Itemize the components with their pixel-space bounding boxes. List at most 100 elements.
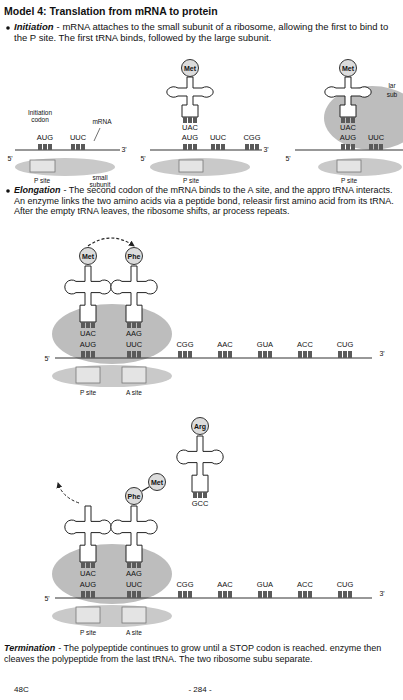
nucleotide-bar	[343, 351, 347, 358]
nucleotide-bar	[351, 117, 355, 123]
diagram-label: 5'	[140, 155, 145, 163]
amino-acid-name: Phe	[128, 253, 141, 260]
diagram-label: UUC	[70, 134, 86, 142]
nucleotide-bar	[303, 591, 307, 598]
nucleotide-bar	[71, 144, 75, 150]
large-subunit	[52, 544, 172, 604]
nucleotide-bar	[351, 144, 355, 150]
ribosome-site	[179, 160, 203, 172]
diagram-label: 5'	[7, 155, 12, 163]
nucleotide-bar	[308, 351, 312, 358]
nucleotide-bar	[263, 591, 267, 598]
nucleotide-bar	[91, 591, 95, 598]
nucleotide-bar	[341, 144, 345, 150]
bullet	[6, 26, 10, 30]
text-paragraph: Termination- The polypeptide continues t…	[4, 643, 398, 664]
amino-acid-circle: Phe	[125, 247, 143, 265]
nucleotide-bar	[258, 351, 262, 358]
nucleotide-bar	[374, 144, 378, 150]
nucleotide-bar	[43, 144, 47, 150]
nucleotide-bar	[91, 351, 95, 358]
nucleotide-bar	[308, 591, 312, 598]
trna-cloverleaf	[177, 436, 223, 492]
amino-acid-name: Met	[184, 65, 196, 72]
diagram-label: lar	[388, 82, 395, 89]
small-subunit	[52, 365, 172, 387]
diagram-label: AAG	[126, 330, 142, 338]
leaving-arrow	[58, 483, 79, 503]
stage-heading: Termination	[4, 643, 55, 653]
nucleotide-bar	[91, 322, 95, 328]
diagram-label: 3'	[121, 146, 126, 154]
nucleotide-bar	[216, 144, 220, 150]
page-title: Model 4: Translation from mRNA to protei…	[4, 5, 218, 17]
diagram-label: UUC	[368, 134, 384, 142]
ribosome-site	[337, 160, 361, 172]
nucleotide-bar	[81, 351, 85, 358]
diagram-label: mRNA	[92, 118, 111, 125]
small-subunit	[52, 605, 172, 627]
ribosome-site	[122, 607, 146, 623]
trna-cloverleaf	[325, 77, 371, 117]
stage-text: - The polypeptide continues to grow unti…	[4, 643, 381, 664]
nucleotide-bar	[183, 117, 187, 123]
large-subunit	[52, 304, 172, 364]
diagram-label: UUC	[126, 581, 142, 589]
nucleotide-bar	[137, 351, 141, 358]
diagram-label: P site	[341, 177, 357, 184]
small-subunit	[150, 158, 250, 176]
nucleotide-bar	[211, 144, 215, 150]
amino-acid-circle: Phe	[125, 487, 143, 505]
nucleotide-bar	[183, 144, 187, 150]
nucleotide-bar	[183, 351, 187, 358]
nucleotide-bar	[127, 322, 131, 328]
diagram-label: CUG	[337, 581, 354, 589]
nucleotide-bar	[303, 351, 307, 358]
amino-acid-circle: Met	[339, 59, 357, 77]
diagram-label: A site	[126, 389, 142, 396]
nucleotide-bar	[218, 351, 222, 358]
ribosome-site	[122, 367, 146, 383]
nucleotide-bar	[250, 144, 254, 150]
nucleotide-bar	[178, 591, 182, 598]
diagram-label: GUA	[257, 341, 273, 349]
amino-acid-name: Phe	[128, 493, 141, 500]
diagram-label: sub	[387, 91, 397, 98]
stage-heading: Elongation	[14, 185, 61, 195]
diagram-label: 5'	[285, 155, 290, 163]
diagram-label: UAC	[340, 124, 356, 132]
nucleotide-bar	[346, 117, 350, 123]
diagram-label: AAC	[217, 581, 232, 589]
diagram-label: UAC	[80, 570, 96, 578]
nucleotide-bar	[338, 351, 342, 358]
text-paragraph: Initiation- mRNA attaches to the small s…	[14, 21, 398, 43]
diagram-label: P site	[80, 629, 96, 636]
stage-text: - The second codon of the mRNA binds to …	[14, 185, 394, 216]
nucleotide-bar	[268, 351, 272, 358]
nucleotide-bar	[137, 322, 141, 328]
ribosome-site	[30, 160, 55, 172]
diagram-label: UUC	[210, 134, 226, 142]
nucleotide-bar	[178, 351, 182, 358]
amino-acid-circle: Met	[148, 473, 166, 491]
nucleotide-bar	[193, 117, 197, 123]
text-paragraph: Elongation- The second codon of the mRNA…	[14, 185, 398, 217]
peptide-transfer-arrow	[88, 238, 134, 246]
amino-acid-circle: Arg	[191, 417, 209, 435]
nucleotide-bar	[127, 351, 131, 358]
diagram-label: P site	[34, 177, 50, 184]
diagram-label: AUG	[37, 134, 53, 142]
diagram-label: CUG	[337, 341, 354, 349]
nucleotide-bar	[48, 144, 52, 150]
trna-cloverleaf	[111, 506, 157, 562]
amino-acid-name: Arg	[194, 423, 206, 430]
diagram-label: 5'	[44, 595, 49, 603]
bullet	[6, 189, 10, 193]
nucleotide-bar	[228, 591, 232, 598]
nucleotide-bar	[268, 591, 272, 598]
trna-cloverleaf	[111, 266, 157, 322]
diagram-label: 48C	[14, 686, 29, 695]
diagram-label: 3'	[379, 350, 384, 358]
ribosome-site	[76, 607, 100, 623]
